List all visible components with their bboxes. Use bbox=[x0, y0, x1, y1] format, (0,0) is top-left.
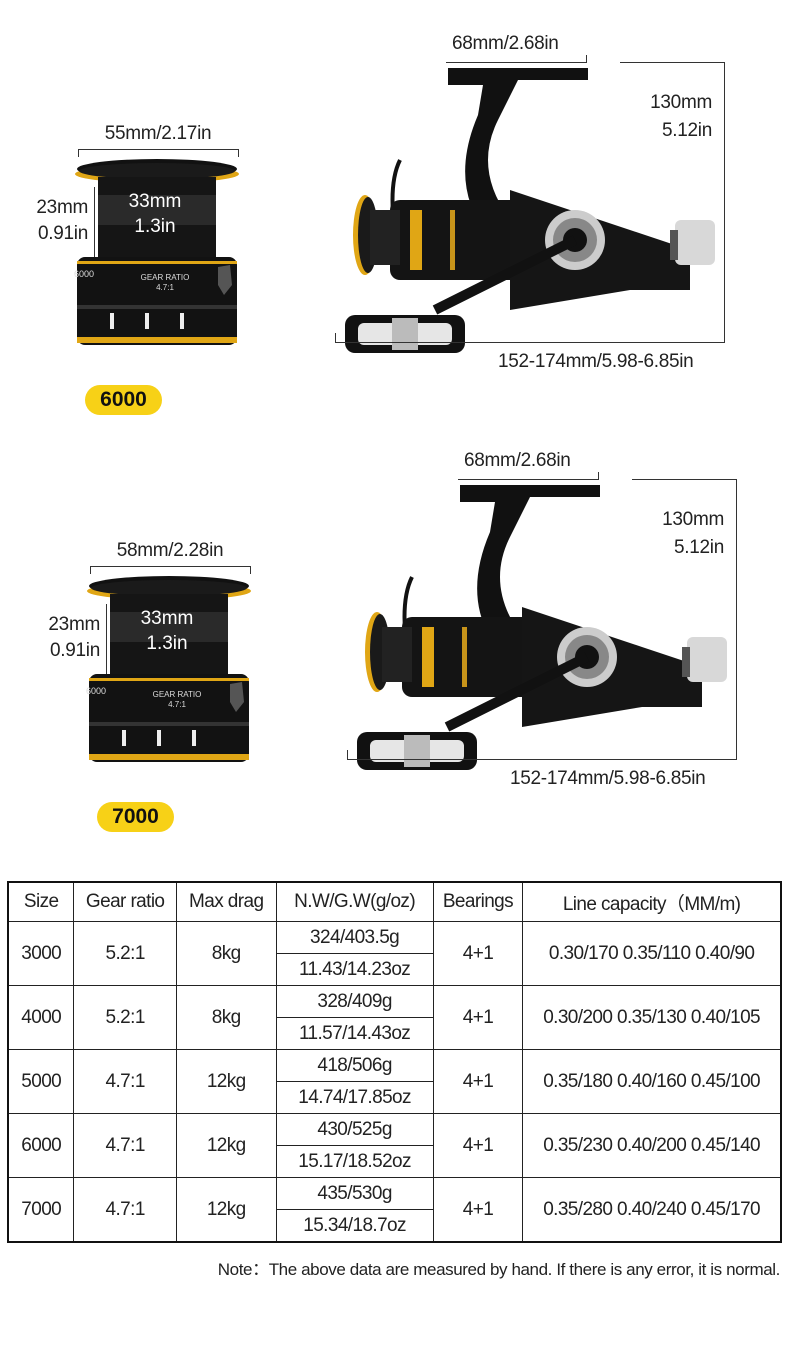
gear-ratio-cell: 5.2:1 bbox=[73, 921, 177, 986]
size-cell: 6000 bbox=[7, 1113, 75, 1178]
bearings-cell: 4+1 bbox=[432, 1113, 524, 1178]
line-capacity-cell: 0.30/200 0.35/130 0.40/105 bbox=[522, 985, 782, 1050]
fishing-reel-image bbox=[345, 68, 715, 353]
column-header: Gear ratio bbox=[73, 881, 177, 922]
spool-width-bracket bbox=[90, 566, 250, 567]
weight-g-cell: 324/403.5g bbox=[275, 921, 434, 954]
size-cell: 3000 bbox=[7, 921, 75, 986]
line-capacity-cell: 0.35/180 0.40/160 0.45/100 bbox=[522, 1049, 782, 1114]
spool-model-print: 6000 bbox=[74, 269, 95, 279]
bearings-cell: 4+1 bbox=[432, 1049, 524, 1114]
spool-width-bracket bbox=[78, 149, 238, 150]
size-cell: 4000 bbox=[7, 985, 75, 1050]
table-row: 4000 5.2:1 8kg 328/409g 4+1 0.30/200 0.3… bbox=[7, 985, 782, 1050]
bearings-cell: 4+1 bbox=[432, 921, 524, 986]
bearings-cell: 4+1 bbox=[432, 1177, 524, 1243]
handle-width-bracket bbox=[458, 479, 598, 480]
weight-oz-cell: 14.74/17.85oz bbox=[275, 1081, 434, 1114]
model-badge: 6000 bbox=[85, 385, 162, 415]
reel-height-bracket-top bbox=[632, 479, 736, 480]
spool-model-print: 6000 bbox=[86, 686, 107, 696]
line-capacity-cell: 0.30/170 0.35/110 0.40/90 bbox=[522, 921, 782, 986]
reel-length-bracket bbox=[347, 759, 737, 760]
weight-oz-cell: 15.34/18.7oz bbox=[275, 1209, 434, 1243]
reel-length-bracket bbox=[335, 342, 725, 343]
weight-g-cell: 430/525g bbox=[275, 1113, 434, 1146]
max-drag-cell: 12kg bbox=[175, 1177, 277, 1243]
table-subrow: 11.57/14.43oz bbox=[8, 1017, 781, 1050]
column-header: Line capacity（MM/m) bbox=[522, 881, 782, 922]
table-row: 6000 4.7:1 12kg 430/525g 4+1 0.35/230 0.… bbox=[7, 1113, 782, 1178]
size-cell: 7000 bbox=[7, 1177, 75, 1243]
reel-length-label: 152-174mm/5.98-6.85in bbox=[510, 768, 706, 789]
spool-height-bracket bbox=[106, 604, 107, 674]
handle-width-bracket bbox=[446, 62, 586, 63]
size-cell: 5000 bbox=[7, 1049, 75, 1114]
spool-width-label: 58mm/2.28in bbox=[116, 540, 224, 561]
gear-ratio-cell: 5.2:1 bbox=[73, 985, 177, 1050]
column-header: Size bbox=[7, 881, 75, 922]
table-subrow: 14.74/17.85oz bbox=[8, 1081, 781, 1114]
max-drag-cell: 12kg bbox=[175, 1113, 277, 1178]
gear-ratio-cell: 4.7:1 bbox=[73, 1177, 177, 1243]
bearings-cell: 4+1 bbox=[432, 985, 524, 1050]
reel-height-bracket bbox=[724, 62, 725, 342]
handle-width-label: 68mm/2.68in bbox=[452, 33, 559, 54]
spool-width-label: 55mm/2.17in bbox=[104, 123, 212, 144]
max-drag-cell: 8kg bbox=[175, 985, 277, 1050]
line-capacity-cell: 0.35/230 0.40/200 0.45/140 bbox=[522, 1113, 782, 1178]
column-header: N.W/G.W(g/oz) bbox=[275, 881, 434, 922]
table-subrow: 15.17/18.52oz bbox=[8, 1145, 781, 1178]
handle-width-label: 68mm/2.68in bbox=[464, 450, 571, 471]
weight-oz-cell: 11.57/14.43oz bbox=[275, 1017, 434, 1050]
reel-length-label: 152-174mm/5.98-6.85in bbox=[498, 351, 694, 372]
table-row: 7000 4.7:1 12kg 435/530g 4+1 0.35/280 0.… bbox=[7, 1177, 782, 1243]
model-badge: 7000 bbox=[97, 802, 174, 832]
weight-g-cell: 435/530g bbox=[275, 1177, 434, 1210]
weight-oz-cell: 15.17/18.52oz bbox=[275, 1145, 434, 1178]
spool-image bbox=[87, 576, 251, 762]
max-drag-cell: 12kg bbox=[175, 1049, 277, 1114]
reel-height-bracket bbox=[736, 479, 737, 759]
spool-height-bracket bbox=[94, 187, 95, 257]
table-row: 5000 4.7:1 12kg 418/506g 4+1 0.35/180 0.… bbox=[7, 1049, 782, 1114]
weight-g-cell: 418/506g bbox=[275, 1049, 434, 1082]
column-header: Max drag bbox=[175, 881, 277, 922]
table-row: 3000 5.2:1 8kg 324/403.5g 4+1 0.30/170 0… bbox=[7, 921, 782, 986]
column-header: Bearings bbox=[432, 881, 524, 922]
weight-g-cell: 328/409g bbox=[275, 985, 434, 1018]
footnote: Note：The above data are measured by hand… bbox=[217, 1260, 781, 1279]
table-subrow: 15.34/18.7oz bbox=[8, 1209, 781, 1243]
table-subrow: 11.43/14.23oz bbox=[8, 953, 781, 986]
line-capacity-cell: 0.35/280 0.40/240 0.45/170 bbox=[522, 1177, 782, 1243]
max-drag-cell: 8kg bbox=[175, 921, 277, 986]
fishing-reel-image bbox=[357, 485, 727, 770]
gear-ratio-cell: 4.7:1 bbox=[73, 1049, 177, 1114]
spool-image bbox=[75, 159, 239, 345]
weight-oz-cell: 11.43/14.23oz bbox=[275, 953, 434, 986]
reel-height-bracket-top bbox=[620, 62, 724, 63]
gear-ratio-cell: 4.7:1 bbox=[73, 1113, 177, 1178]
